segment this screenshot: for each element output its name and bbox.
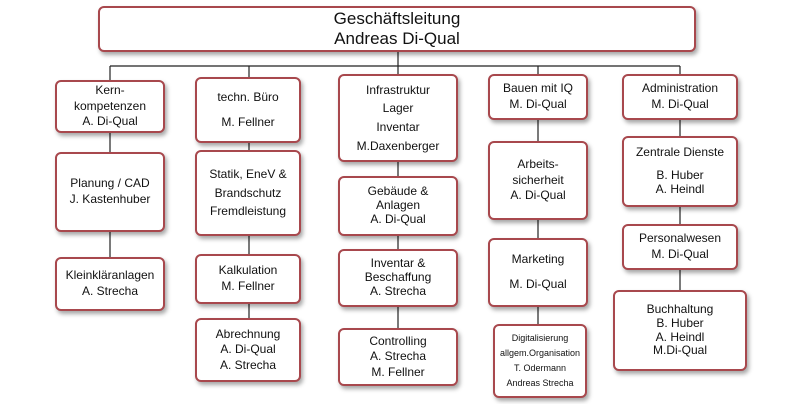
- box-line: A. Di-Qual: [220, 342, 276, 357]
- box-line: M.Daxenberger: [356, 138, 440, 153]
- box-line: Kern-: [95, 83, 125, 98]
- box-line: A. Strecha: [369, 349, 427, 364]
- box-line: sicherheit: [512, 172, 564, 187]
- box-line: Fremdleistung: [209, 204, 287, 219]
- box-line: J. Kastenhuber: [69, 192, 151, 206]
- box-line: A. Heindl: [655, 329, 705, 344]
- box-line: kompetenzen: [73, 98, 147, 113]
- box-line: Marketing: [511, 252, 565, 267]
- box-abrechnung: Abrechnung A. Di-Qual A. Strecha: [195, 318, 301, 382]
- box-line: T. Odermann: [513, 363, 567, 373]
- box-buchhaltung: Buchhaltung B. Huber A. Heindl M.Di-Qual: [613, 290, 747, 371]
- box-administration: Administration M. Di-Qual: [622, 74, 738, 120]
- box-line: Kleinkläranlagen: [65, 268, 155, 283]
- box-line: Andreas Di-Qual: [334, 29, 460, 48]
- box-line: Digitalisierung: [511, 333, 569, 344]
- box-line: Buchhaltung: [646, 301, 714, 316]
- box-line: M. Di-Qual: [509, 97, 567, 111]
- box-line: Inventar &: [370, 256, 426, 271]
- box-line: A. Heindl: [655, 181, 705, 196]
- box-digitalisierung: Digitalisierung allgem.Organisation T. O…: [493, 324, 587, 398]
- box-line: Geschäftsleitung: [333, 8, 461, 28]
- box-marketing: Marketing M. Di-Qual: [488, 238, 588, 307]
- box-line: Gebäude &: [367, 184, 429, 199]
- box-line: Controlling: [369, 333, 427, 348]
- box-line: allgem.Organisation: [499, 348, 581, 359]
- box-line: A. Strecha: [369, 283, 427, 298]
- box-line: Personalwesen: [638, 231, 722, 246]
- box-line: B. Huber: [656, 315, 704, 330]
- box-line: Administration: [641, 81, 719, 96]
- box-line: M. Di-Qual: [651, 247, 709, 261]
- box-statik-enev: Statik, EneV & Brandschutz Fremdleistung: [195, 150, 301, 236]
- box-line: Planung / CAD: [70, 176, 150, 191]
- box-gebaeude-anlagen: Gebäude & Anlagen A. Di-Qual: [338, 176, 458, 236]
- box-line: Zentrale Dienste: [635, 145, 725, 160]
- box-planung-cad: Planung / CAD J. Kastenhuber: [55, 152, 165, 232]
- box-line: M. Fellner: [371, 364, 425, 379]
- box-kleinklaeranlagen: Kleinkläranlagen A. Strecha: [55, 257, 165, 311]
- box-arbeitssicherheit: Arbeits- sicherheit A. Di-Qual: [488, 141, 588, 220]
- box-bauen-mit-iq: Bauen mit IQ M. Di-Qual: [488, 74, 588, 120]
- box-line: A. Di-Qual: [510, 188, 566, 203]
- box-line: A. Strecha: [219, 357, 277, 372]
- box-kalkulation: Kalkulation M. Fellner: [195, 254, 301, 304]
- box-line: Abrechnung: [215, 326, 281, 341]
- box-line: Statik, EneV &: [209, 167, 287, 182]
- box-zentrale-dienste: Zentrale Dienste B. Huber A. Heindl: [622, 136, 738, 207]
- box-line: Lager: [382, 101, 414, 116]
- box-infrastruktur: Infrastruktur Lager Inventar M.Daxenberg…: [338, 74, 458, 162]
- box-line: M. Fellner: [221, 114, 275, 129]
- box-line: A. Di-Qual: [82, 114, 138, 129]
- box-controlling: Controlling A. Strecha M. Fellner: [338, 328, 458, 386]
- connector-trunk: [110, 52, 680, 67]
- box-inventar-beschaffung: Inventar & Beschaffung A. Strecha: [338, 249, 458, 307]
- box-line: Arbeits-: [517, 157, 559, 172]
- box-personalwesen: Personalwesen M. Di-Qual: [622, 224, 738, 270]
- box-line: Bauen mit IQ: [502, 81, 574, 96]
- box-techn-buero: techn. Büro M. Fellner: [195, 77, 301, 143]
- box-kernkompetenzen: Kern- kompetenzen A. Di-Qual: [55, 80, 165, 133]
- box-line: M. Di-Qual: [651, 97, 709, 111]
- box-line: Inventar: [376, 120, 420, 134]
- box-line: Kalkulation: [218, 263, 278, 278]
- box-line: A. Strecha: [81, 284, 139, 298]
- box-geschaeftsleitung: Geschäftsleitung Andreas Di-Qual: [98, 6, 696, 52]
- box-line: techn. Büro: [217, 89, 279, 104]
- box-line: Anlagen: [375, 198, 421, 213]
- box-line: M. Di-Qual: [509, 277, 567, 291]
- box-line: Brandschutz: [214, 185, 282, 200]
- box-line: A. Di-Qual: [370, 211, 426, 226]
- box-line: Beschaffung: [364, 270, 432, 285]
- box-line: M.Di-Qual: [652, 343, 707, 358]
- box-line: Andreas Strecha: [506, 377, 574, 388]
- box-line: M. Fellner: [221, 279, 275, 293]
- box-line: B. Huber: [656, 168, 704, 183]
- box-line: Infrastruktur: [365, 82, 431, 97]
